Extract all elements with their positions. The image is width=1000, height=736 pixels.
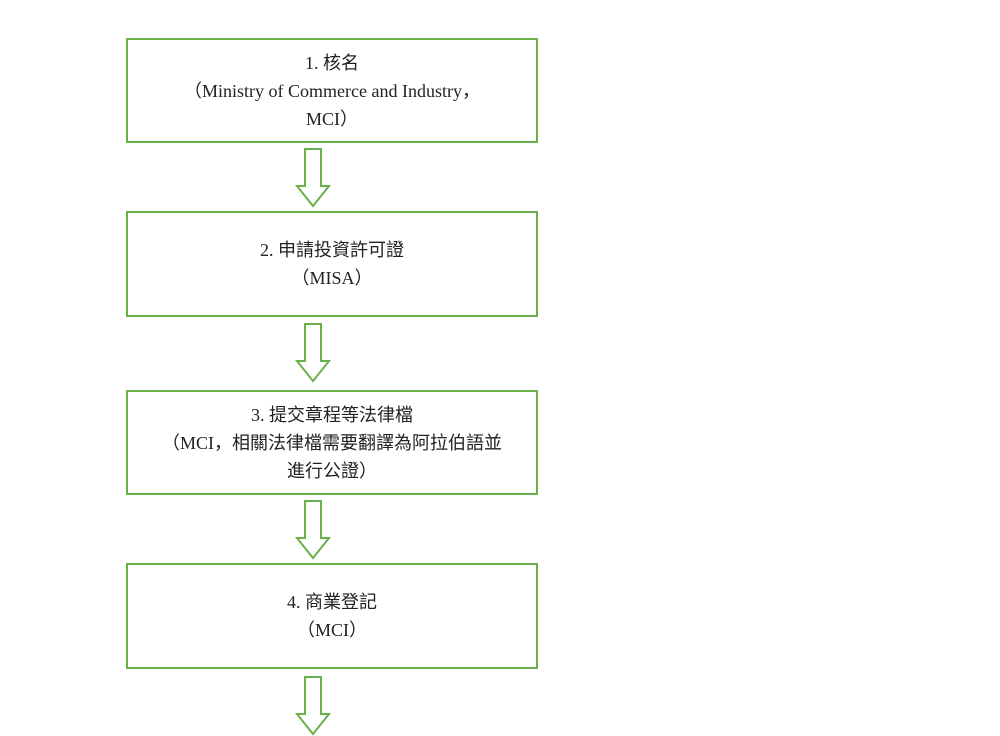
step-1-box: 1. 核名 （Ministry of Commerce and Industry… bbox=[126, 38, 538, 143]
down-arrow-icon bbox=[295, 323, 331, 383]
step-2-box: 2. 申請投資許可證 （MISA） bbox=[126, 211, 538, 317]
down-arrow-icon bbox=[295, 500, 331, 560]
step-3-title: 3. 提交章程等法律檔 bbox=[251, 404, 413, 425]
step-4-title: 4. 商業登記 bbox=[287, 592, 377, 612]
down-arrow-icon bbox=[295, 676, 331, 736]
step-1-title: 1. 核名 bbox=[305, 52, 359, 73]
step-3-line-1: （MCI，相關法律檔需要翻譯為阿拉伯語並 bbox=[161, 432, 502, 453]
step-4-box: 4. 商業登記 （MCI） bbox=[126, 563, 538, 669]
step-1-line-2: MCI） bbox=[305, 108, 358, 129]
step-4-line-1: （MCI） bbox=[296, 620, 367, 640]
step-2-line-1: （MISA） bbox=[291, 268, 373, 288]
step-3-line-2: 進行公證） bbox=[287, 460, 377, 481]
step-2-title: 2. 申請投資許可證 bbox=[260, 240, 404, 260]
down-arrow-icon bbox=[295, 148, 331, 208]
step-1-line-1: （Ministry of Commerce and Industry， bbox=[184, 80, 480, 101]
step-3-box: 3. 提交章程等法律檔 （MCI，相關法律檔需要翻譯為阿拉伯語並 進行公證） bbox=[126, 390, 538, 495]
